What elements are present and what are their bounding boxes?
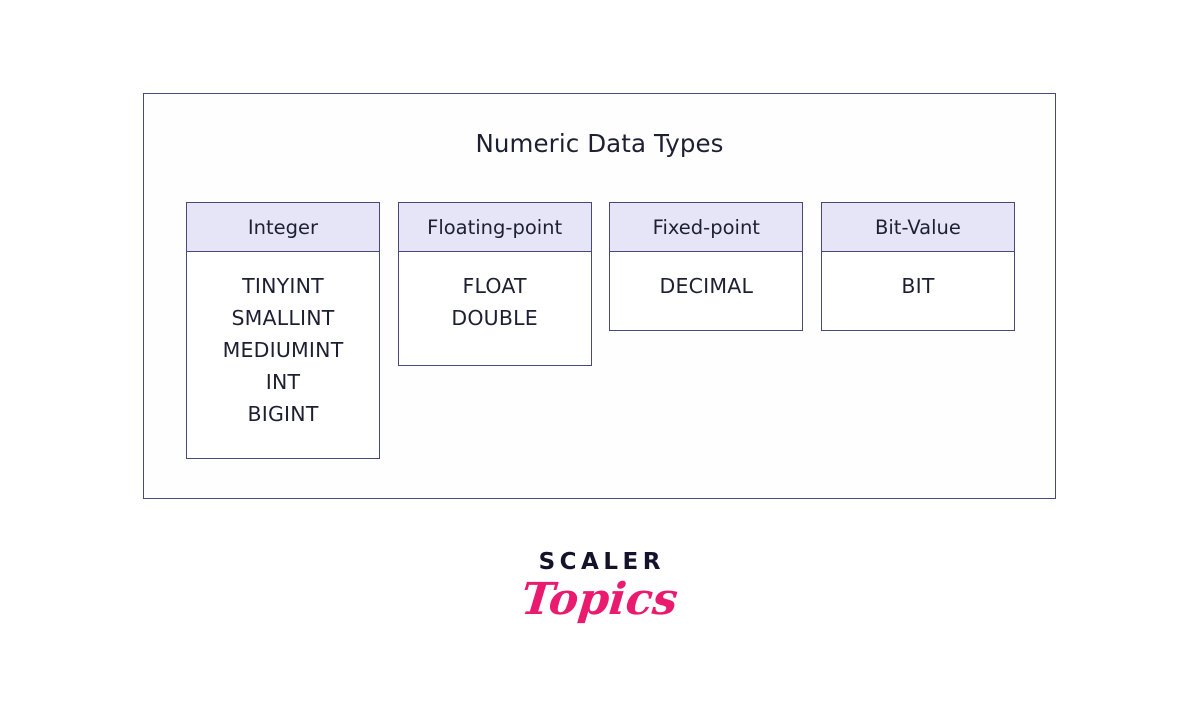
category-header-floating-point: Floating-point	[398, 203, 591, 252]
category-box-row: Integer TINYINT SMALLINT MEDIUMINT INT B…	[186, 202, 1015, 459]
numeric-data-types-diagram: Numeric Data Types Integer TINYINT SMALL…	[143, 93, 1056, 499]
type-item: FLOAT	[462, 274, 527, 298]
type-item: BIGINT	[247, 402, 319, 426]
category-body-floating-point: FLOAT DOUBLE	[399, 252, 591, 365]
category-body-integer: TINYINT SMALLINT MEDIUMINT INT BIGINT	[187, 252, 379, 458]
type-item: DOUBLE	[451, 306, 538, 330]
category-box-integer: Integer TINYINT SMALLINT MEDIUMINT INT B…	[186, 202, 380, 459]
category-box-floating-point: Floating-point FLOAT DOUBLE	[397, 202, 592, 366]
type-item: SMALLINT	[231, 306, 335, 330]
type-item: DECIMAL	[659, 274, 754, 298]
category-header-integer: Integer	[187, 203, 379, 252]
diagram-title: Numeric Data Types	[475, 129, 724, 158]
category-header-fixed-point: Fixed-point	[610, 203, 803, 252]
brand-name-text: SCALER	[538, 549, 665, 575]
type-item: INT	[265, 370, 301, 394]
category-body-bit-value: BIT	[822, 252, 1014, 330]
brand-sub-text: Topics	[518, 574, 681, 625]
category-body-fixed-point: DECIMAL	[610, 252, 802, 330]
category-box-bit-value: Bit-Value BIT	[820, 202, 1015, 331]
category-box-fixed-point: Fixed-point DECIMAL	[609, 202, 804, 331]
type-item: TINYINT	[242, 274, 324, 298]
scaler-topics-logo: SCALER Topics	[0, 548, 1199, 626]
type-item: BIT	[901, 274, 935, 298]
type-item: MEDIUMINT	[222, 338, 344, 362]
category-header-bit-value: Bit-Value	[821, 203, 1014, 252]
